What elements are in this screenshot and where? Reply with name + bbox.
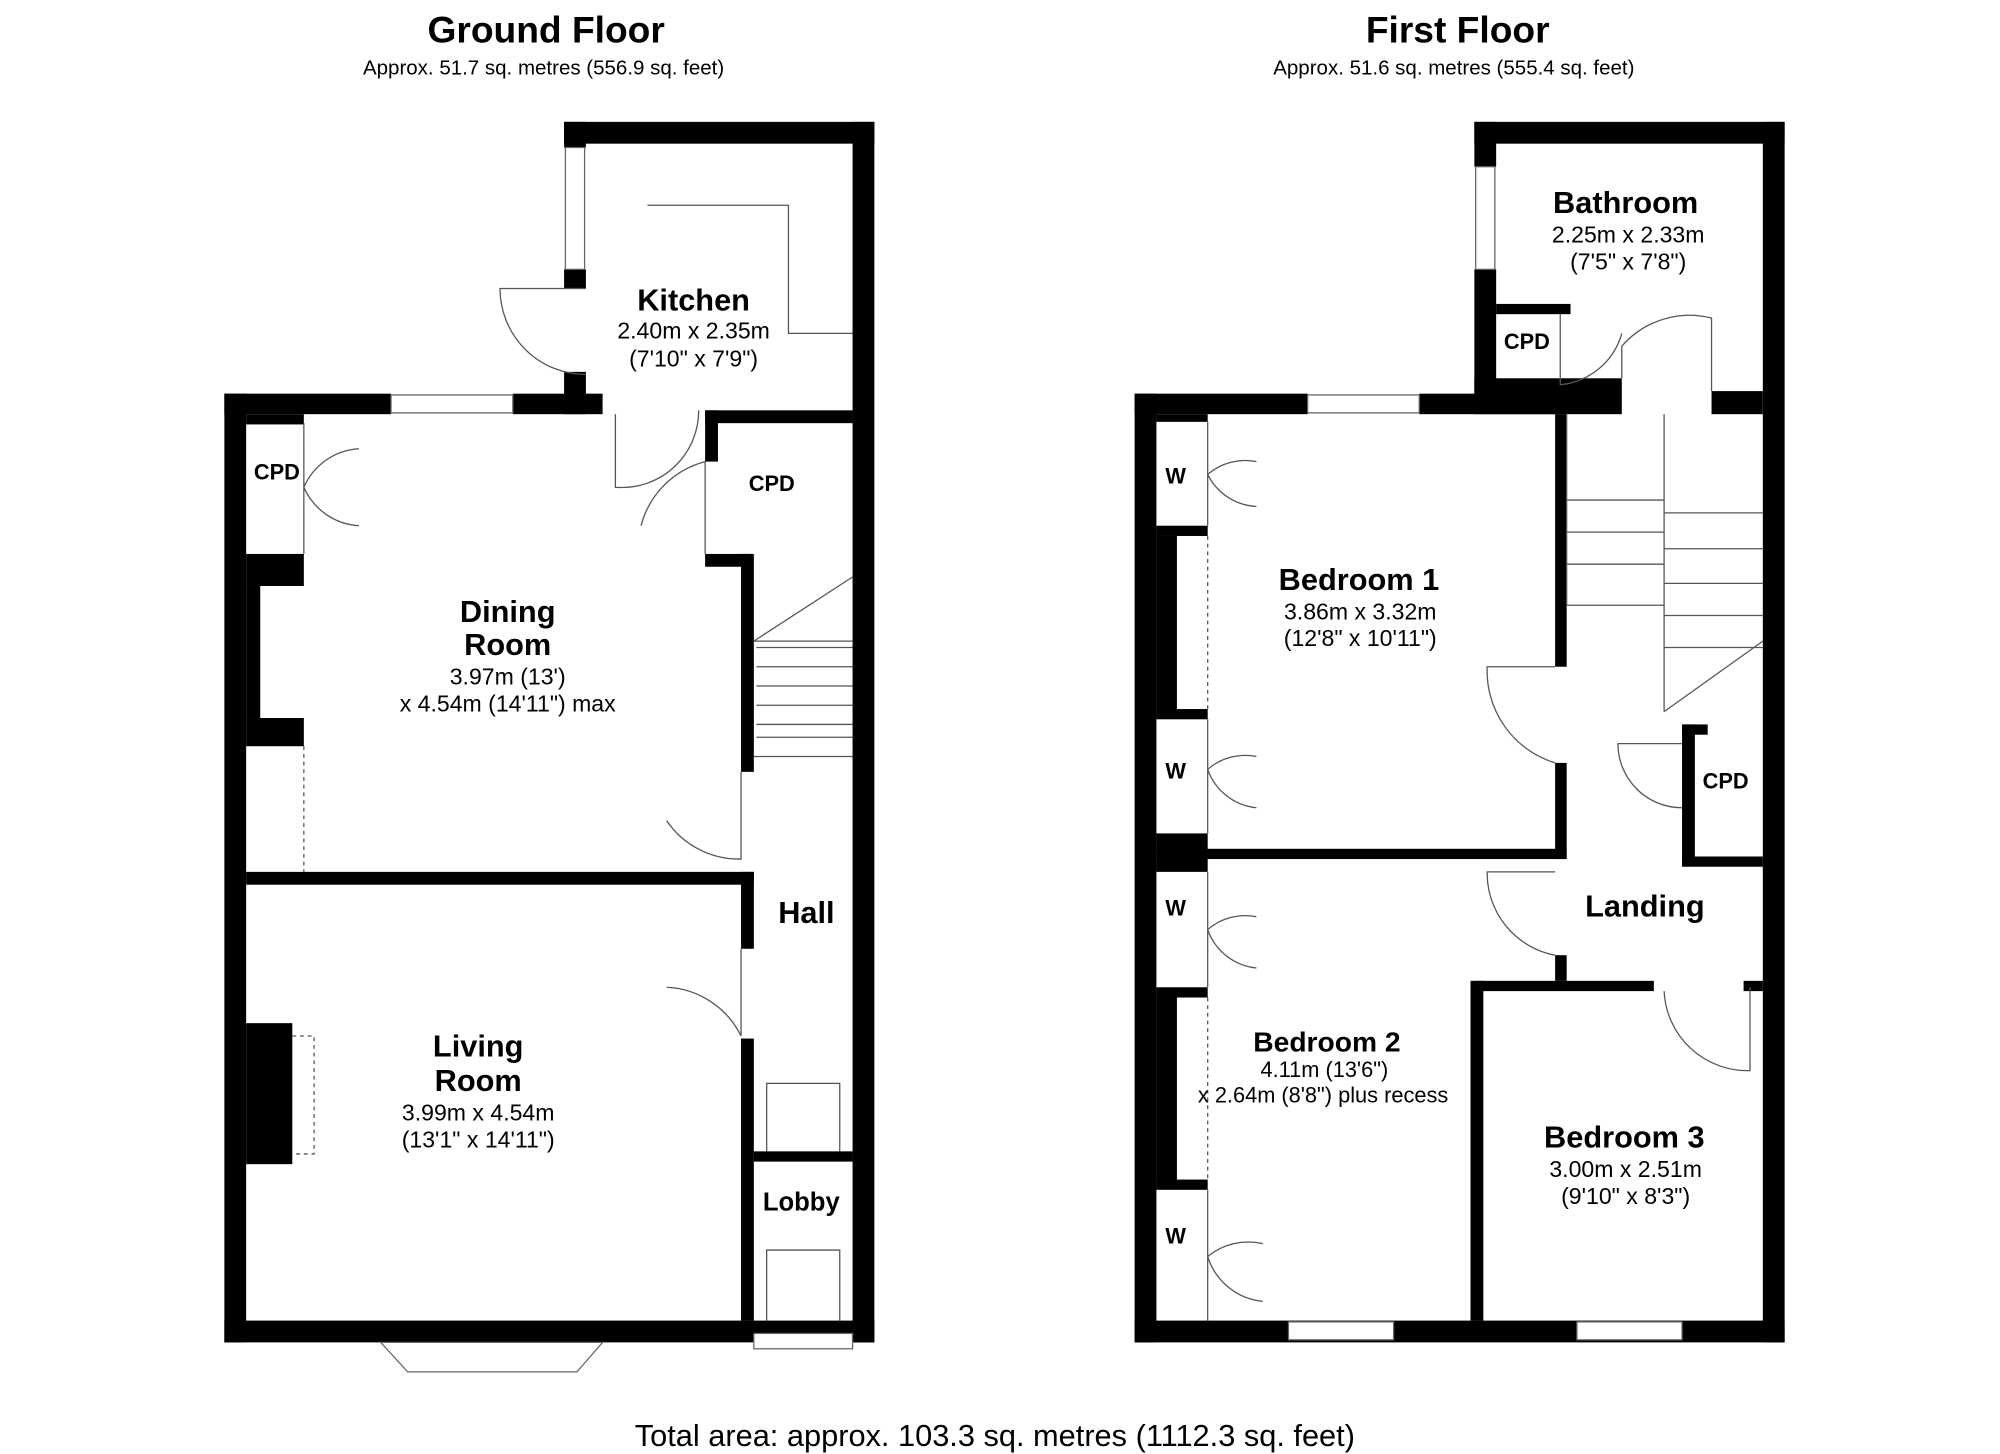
ground-floor-title: Ground Floor (427, 8, 664, 50)
bedroom-2-dim: 4.11m (13'6") (1260, 1057, 1388, 1082)
bathroom-dim: 2.25m x 2.33m (1552, 221, 1705, 247)
kitchen-dim-metric: 2.40m x 2.35m (617, 318, 770, 344)
dining-room-dim: 3.97m (13') (450, 664, 566, 690)
first-floor-plan (1134, 121, 1785, 1343)
bedroom-1-dim: 3.86m x 3.32m (1284, 598, 1437, 624)
first-floor-title: First Floor (1366, 8, 1550, 50)
bedroom-3-dim: (9'10" x 8'3") (1561, 1183, 1690, 1209)
stairs (756, 646, 853, 738)
windows (379, 146, 854, 1373)
kitchen-label: Kitchen (637, 282, 750, 317)
walls (1134, 121, 1785, 1343)
wardrobe-label: W (1165, 1224, 1186, 1249)
bedroom-3-label: Bedroom 3 (1544, 1120, 1705, 1155)
living-room-label: Room (435, 1063, 522, 1098)
bedroom-1-dim: (12'8" x 10'11") (1284, 625, 1437, 651)
bedroom-2-label: Bedroom 2 (1253, 1025, 1400, 1057)
windows (1287, 166, 1683, 1341)
dining-room-label: Room (464, 627, 551, 662)
bedroom-1-label: Bedroom 1 (1279, 562, 1440, 597)
cpd-label: CPD (254, 460, 300, 485)
landing-label: Landing (1585, 889, 1705, 924)
cpd-label: CPD (1504, 329, 1550, 354)
living-room-dim: 3.99m x 4.54m (402, 1100, 555, 1126)
ground-floor-plan (224, 121, 875, 1373)
dining-room-dim: x 4.54m (14'11") max (400, 691, 616, 717)
cpd-label: CPD (1703, 769, 1749, 794)
hall-label: Hall (778, 895, 834, 930)
total-area: Total area: approx. 103.3 sq. metres (11… (635, 1418, 1355, 1453)
doors (292, 204, 853, 1321)
bedroom-2-dim: x 2.64m (8'8") plus recess (1198, 1083, 1448, 1108)
ground-floor-area: Approx. 51.7 sq. metres (556.9 sq. feet) (363, 56, 724, 79)
doors (1207, 314, 1751, 1321)
living-room-dim: (13'1" x 14'11") (402, 1127, 555, 1153)
bedroom-3-dim: 3.00m x 2.51m (1549, 1156, 1702, 1182)
wardrobe-label: W (1165, 895, 1186, 920)
bathroom-dim: (7'5" x 7'8") (1570, 248, 1686, 274)
cpd-label: CPD (749, 471, 795, 496)
kitchen-dim-imperial: (7'10" x 7'9") (629, 346, 758, 372)
walls (224, 121, 875, 1343)
living-room-label: Living (433, 1028, 524, 1063)
bathroom-label: Bathroom (1553, 185, 1698, 220)
dining-room-label: Dining (460, 594, 556, 629)
wardrobe-label: W (1165, 463, 1186, 488)
lobby-label: Lobby (763, 1188, 841, 1216)
wardrobe-label: W (1165, 758, 1186, 783)
stairs (1566, 414, 1764, 713)
first-floor-area: Approx. 51.6 sq. metres (555.4 sq. feet) (1273, 56, 1634, 79)
